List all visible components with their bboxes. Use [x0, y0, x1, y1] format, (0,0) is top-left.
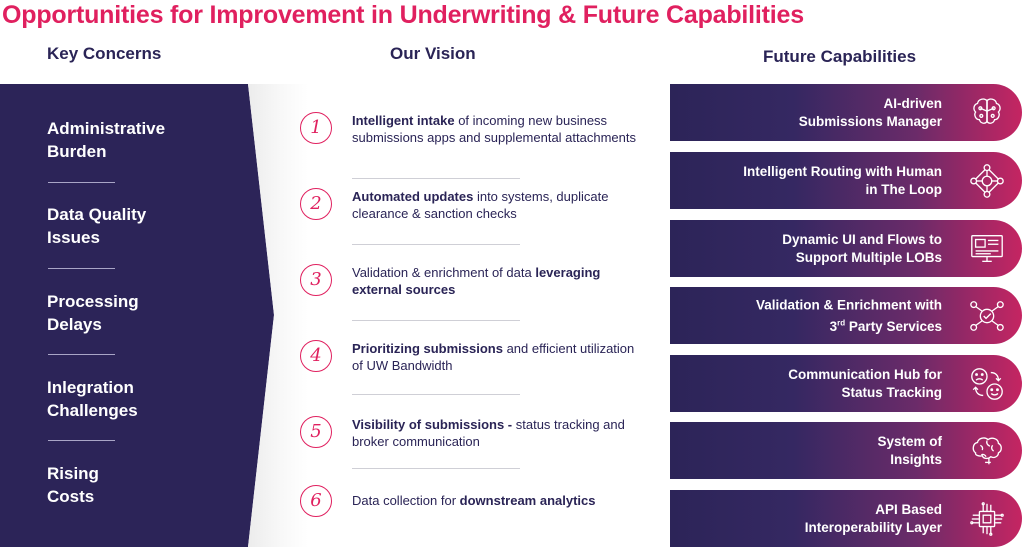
vision-number: 3	[300, 264, 332, 296]
header-our-vision: Our Vision	[390, 44, 476, 63]
concern-divider	[48, 354, 115, 355]
vision-divider	[352, 320, 520, 321]
concern-divider	[48, 268, 115, 269]
verified-network-icon	[970, 300, 1004, 331]
vision-text: Validation & enrichment of data leveragi…	[352, 265, 601, 297]
vision-number: 1	[300, 112, 332, 144]
page-title: Opportunities for Improvement in Underwr…	[2, 1, 804, 29]
vision-number: 5	[300, 416, 332, 448]
vision-text: Data collection for downstream analytics	[352, 493, 596, 508]
vision-divider	[352, 468, 520, 469]
vision-text: Automated updates into systems, duplicat…	[352, 189, 609, 221]
ai-brain-icon	[973, 97, 1001, 124]
vision-number: 4	[300, 340, 332, 372]
header-key-concerns: Key Concerns	[47, 44, 162, 63]
dashboard-monitor-icon	[971, 234, 1003, 262]
key-concerns-panel	[0, 84, 274, 547]
vision-number: 6	[300, 485, 332, 517]
routing-network-icon	[970, 163, 1004, 198]
vision-text: Intelligent intake of incoming new busin…	[352, 113, 636, 145]
vision-text: Prioritizing submissions and efficient u…	[352, 341, 635, 373]
header-future-capabilities: Future Capabilities	[763, 47, 917, 66]
emoji-feedback-icon	[971, 367, 1003, 400]
vision-text: Visibility of submissions - status track…	[352, 417, 625, 449]
vision-divider	[352, 178, 520, 179]
concern-divider	[48, 182, 115, 183]
vision-divider	[352, 394, 520, 395]
vision-number: 2	[300, 188, 332, 220]
vision-panel	[248, 84, 694, 547]
chip-circuit-icon	[970, 501, 1004, 536]
vision-divider	[352, 244, 520, 245]
concern-divider	[48, 440, 115, 441]
brain-icon	[972, 436, 1002, 464]
